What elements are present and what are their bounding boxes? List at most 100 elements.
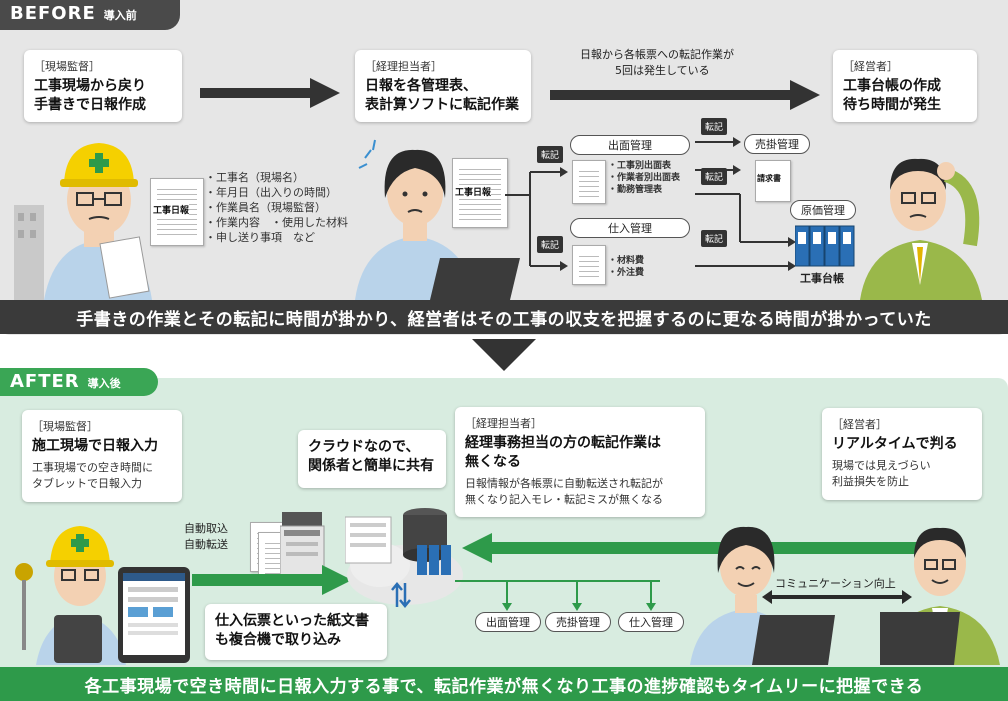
- cloud-server-icon: [345, 508, 463, 608]
- invoice-doc: 請求書: [755, 160, 791, 202]
- report-item: ・工事名（現場名）: [205, 171, 304, 184]
- before-transfer-note-2: 5回は発生している: [615, 64, 710, 77]
- before-report-document-2: 工事日報: [452, 158, 508, 228]
- report-item: ・作業員名（現場監督）: [205, 201, 326, 214]
- after-manager-desc1: 現場では見えづらい: [832, 459, 931, 472]
- before-tag: BEFORE 導入前: [10, 3, 137, 24]
- after-attendance-pill: 出面管理: [475, 612, 541, 632]
- after-tag: AFTER 導入後: [10, 371, 121, 392]
- before-arrow-2: [550, 80, 820, 110]
- before-site-role: ［現場監督］: [34, 60, 100, 73]
- site-worker-illustration: [14, 143, 152, 300]
- distribute-arrow: [462, 533, 922, 563]
- report-doc-title-2: 工事日報: [455, 185, 492, 198]
- after-accounting-desc1: 日報情報が各帳票に自動転送され転記が: [465, 477, 663, 490]
- multifunction-printer-icon: [280, 512, 325, 577]
- after-paper-bubble: 仕入伝票といった紙文書 も複合機で取り込み: [205, 604, 387, 660]
- after-accounting-bubble: ［経理担当者］ 経理事務担当の方の転記作業は 無くなる 日報情報が各帳票に自動転…: [455, 407, 705, 517]
- cloud-line1: クラウドなので、: [308, 439, 420, 455]
- after-manager-desc2: 利益損失を防止: [832, 475, 909, 488]
- after-tag-bg: [0, 368, 158, 396]
- before-accounting-bubble: ［経理担当者］ 日報を各管理表、 表計算ソフトに転記作業: [355, 50, 531, 122]
- report-item: ・作業内容 ・使用した材料: [205, 216, 348, 229]
- before-report-items: ・工事名（現場名） ・年月日（出入りの時間） ・作業員名（現場監督） ・作業内容…: [205, 170, 348, 245]
- before-attendance-pill: 出面管理: [570, 135, 690, 155]
- before-purchase-pill: 仕入管理: [570, 218, 690, 238]
- before-tag-sub: 導入前: [103, 9, 137, 22]
- tenki-tag-1: 転記: [537, 146, 564, 163]
- auto-transfer-label: 自動転送: [184, 538, 228, 551]
- purchase-item: ・外注費: [608, 268, 645, 278]
- attendance-items: ・工事別出面表 ・作業者別出面表 ・勤務管理表: [608, 160, 680, 196]
- after-summary-banner: 各工事現場で空き時間に日報入力する事で、転記作業が無くなり工事の進捗確認もタイム…: [0, 667, 1008, 701]
- paper-line1: 仕入伝票といった紙文書: [215, 613, 369, 629]
- after-site-desc2: タブレットで日報入力: [32, 477, 142, 490]
- after-accounting-role: ［経理担当者］: [465, 417, 542, 430]
- after-sales-pill: 売掛管理: [545, 612, 611, 632]
- after-accounting-title1: 経理事務担当の方の転記作業は: [465, 435, 661, 451]
- attendance-doc: [572, 160, 606, 204]
- after-cloud-bubble: クラウドなので、 関係者と簡単に共有: [298, 430, 446, 488]
- report-item: ・申し送り事項 など: [205, 231, 315, 244]
- paper-line2: も複合機で取り込み: [215, 632, 341, 648]
- before-sales-pill: 売掛管理: [744, 134, 810, 154]
- after-site-bubble: ［現場監督］ 施工現場で日報入力 工事現場での空き時間に タブレットで日報入力: [22, 410, 182, 502]
- transition-arrow: [472, 339, 536, 371]
- before-accounting-line2: 表計算ソフトに転記作業: [365, 97, 519, 113]
- purchase-doc: [572, 245, 606, 285]
- cloud-line2: 関係者と簡単に共有: [308, 458, 434, 474]
- invoice-label: 請求書: [757, 174, 781, 183]
- ledger-binders-icon: [795, 225, 855, 267]
- before-manager-line1: 工事台帳の作成: [843, 78, 941, 94]
- before-accounting-role: ［経理担当者］: [365, 60, 442, 73]
- before-manager-bubble: ［経営者］ 工事台帳の作成 待ち時間が発生: [833, 50, 977, 122]
- before-arrow-1: [200, 78, 340, 108]
- purchase-item: ・材料費: [608, 256, 645, 266]
- tenki-tag-2: 転記: [537, 236, 564, 253]
- before-site-line2: 手書きで日報作成: [34, 97, 146, 113]
- doc-lines: [579, 167, 599, 197]
- before-report-document: 工事日報: [150, 178, 204, 246]
- attendance-item: ・工事別出面表: [608, 161, 672, 171]
- manager-illustration: [860, 158, 982, 300]
- after-manager-role: ［経営者］: [832, 418, 887, 431]
- upload-arrow: [192, 565, 352, 595]
- accounting-worker-illustration: [355, 139, 520, 300]
- after-distribution-lines: [455, 580, 660, 611]
- auto-import-label: 自動取込: [184, 522, 228, 535]
- before-flow-lines: [505, 137, 796, 271]
- communication-label: コミュニケーション向上: [775, 577, 896, 590]
- report-doc-title: 工事日報: [153, 203, 190, 216]
- after-manager-bubble: ［経営者］ リアルタイムで判る 現場では見えづらい 利益損失を防止: [822, 408, 982, 500]
- before-cost-pill: 原価管理: [790, 200, 856, 220]
- after-site-role: ［現場監督］: [32, 420, 98, 433]
- before-site-bubble: ［現場監督］ 工事現場から戻り 手書きで日報作成: [24, 50, 182, 122]
- after-manager-illustration: [880, 527, 1000, 665]
- attendance-item: ・勤務管理表: [608, 185, 663, 195]
- purchase-items: ・材料費 ・外注費: [608, 255, 644, 279]
- report-item: ・年月日（出入りの時間）: [205, 186, 337, 199]
- before-site-line1: 工事現場から戻り: [34, 78, 146, 94]
- after-site-worker-illustration: [15, 526, 126, 665]
- after-manager-title: リアルタイムで判る: [832, 436, 958, 452]
- after-accounting-illustration: [690, 526, 835, 665]
- attendance-item: ・作業者別出面表: [608, 173, 681, 183]
- before-summary-banner: 手書きの作業とその転記に時間が掛かり、経営者はその工事の収支を把握するのに更なる…: [0, 300, 1008, 334]
- ledger-label: 工事台帳: [800, 272, 844, 285]
- after-tag-main: AFTER: [10, 371, 80, 392]
- before-manager-role: ［経営者］: [843, 60, 898, 73]
- tenki-tag-5: 転記: [701, 230, 728, 247]
- communication-arrow: [762, 590, 912, 604]
- after-site-desc1: 工事現場での空き時間に: [32, 461, 153, 474]
- after-site-title: 施工現場で日報入力: [32, 438, 158, 454]
- after-accounting-title2: 無くなる: [465, 454, 521, 470]
- after-accounting-desc2: 無くなり記入モレ・転記ミスが無くなる: [465, 493, 663, 506]
- before-tag-bg: [0, 0, 180, 30]
- after-purchase-pill: 仕入管理: [618, 612, 684, 632]
- before-tag-main: BEFORE: [10, 3, 96, 24]
- before-transfer-note-1: 日報から各帳票への転記作業が: [580, 48, 734, 61]
- tenki-tag-4: 転記: [701, 168, 728, 185]
- doc-lines: [579, 252, 599, 278]
- before-manager-line2: 待ち時間が発生: [843, 97, 941, 113]
- before-accounting-line1: 日報を各管理表、: [365, 78, 477, 94]
